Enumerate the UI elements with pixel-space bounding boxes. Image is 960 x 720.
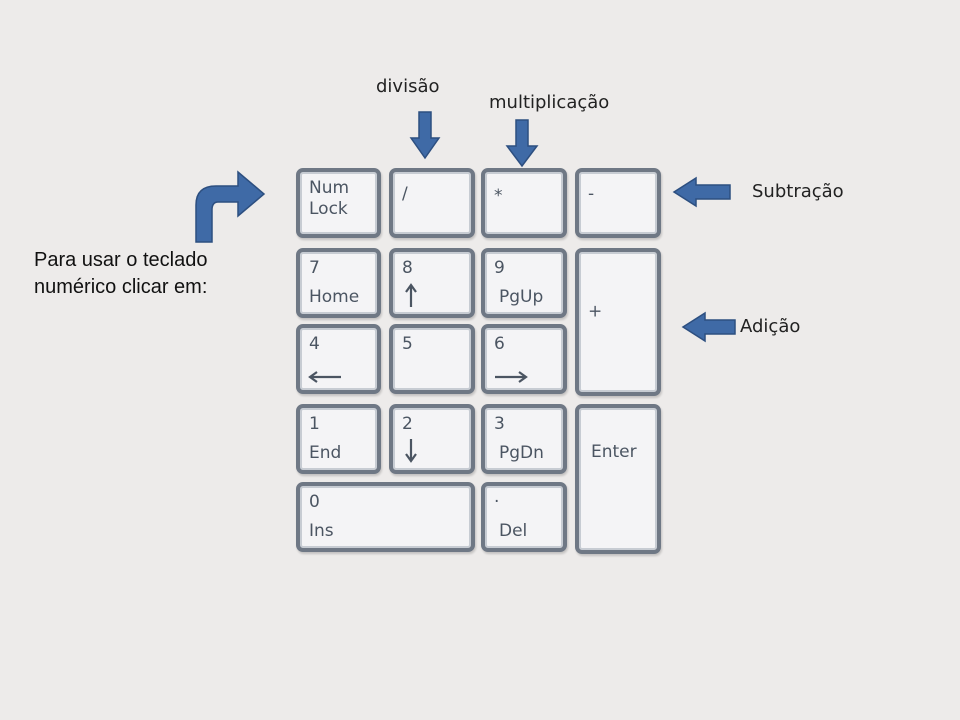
arrow-up-icon [405,283,417,307]
arrow-down-icon [405,439,417,463]
key-label: Num [309,178,350,198]
key-sublabel: Del [499,521,528,541]
key-8-up[interactable]: 8 [389,248,475,318]
division-label: divisão [376,76,440,97]
curved-arrow-icon [195,170,266,243]
multiply-key[interactable]: * [481,168,567,238]
arrow-right-icon [495,371,528,383]
key-label: 7 [309,258,320,278]
key-label: - [588,184,595,204]
key-sublabel: End [309,443,342,463]
key-label: / [402,184,408,204]
enter-key[interactable]: Enter [575,404,661,554]
arrow-left-icon [308,371,341,383]
key-label: 9 [494,258,505,278]
key-sublabel: PgDn [499,443,544,463]
key-label: · [494,492,500,512]
key-1-end[interactable]: 1 End [296,404,381,474]
key-label: 1 [309,414,320,434]
key-label: 3 [494,414,505,434]
key-sublabel: Ins [309,521,334,541]
key-label: 8 [402,258,413,278]
instruction-text: Para usar o teclado numérico clicar em: [34,247,264,301]
key-sublabel: Home [309,287,360,307]
divide-key[interactable]: / [389,168,475,238]
key-sublabel: Lock [309,199,348,219]
key-2-down[interactable]: 2 [389,404,475,474]
key-sublabel: PgUp [499,287,544,307]
key-9-pgup[interactable]: 9 PgUp [481,248,567,318]
key-0-ins[interactable]: 0 Ins [296,482,475,552]
key-4-left[interactable]: 4 [296,324,381,394]
subtraction-label: Subtração [752,181,844,202]
key-label: 5 [402,334,413,354]
addition-label: Adição [740,316,801,337]
key-label: + [588,301,603,322]
plus-key[interactable]: + [575,248,661,396]
numlock-key[interactable]: Num Lock [296,168,381,238]
key-5[interactable]: 5 [389,324,475,394]
arrow-down-icon [505,119,539,168]
key-label: 2 [402,414,413,434]
instruction-line-2: numérico clicar em: [34,276,208,298]
key-6-right[interactable]: 6 [481,324,567,394]
key-label: 6 [494,334,505,354]
key-label: Enter [591,442,637,462]
key-label: 0 [309,492,320,512]
arrow-left-icon [672,176,731,208]
multiplication-label: multiplicação [489,92,610,113]
instruction-line-1: Para usar o teclado [34,249,208,271]
arrow-left-icon [681,311,736,343]
key-label: 4 [309,334,320,354]
key-label: * [494,186,503,206]
arrow-down-icon [409,111,441,160]
key-3-pgdn[interactable]: 3 PgDn [481,404,567,474]
key-7-home[interactable]: 7 Home [296,248,381,318]
decimal-del-key[interactable]: · Del [481,482,567,552]
subtract-key[interactable]: - [575,168,661,238]
